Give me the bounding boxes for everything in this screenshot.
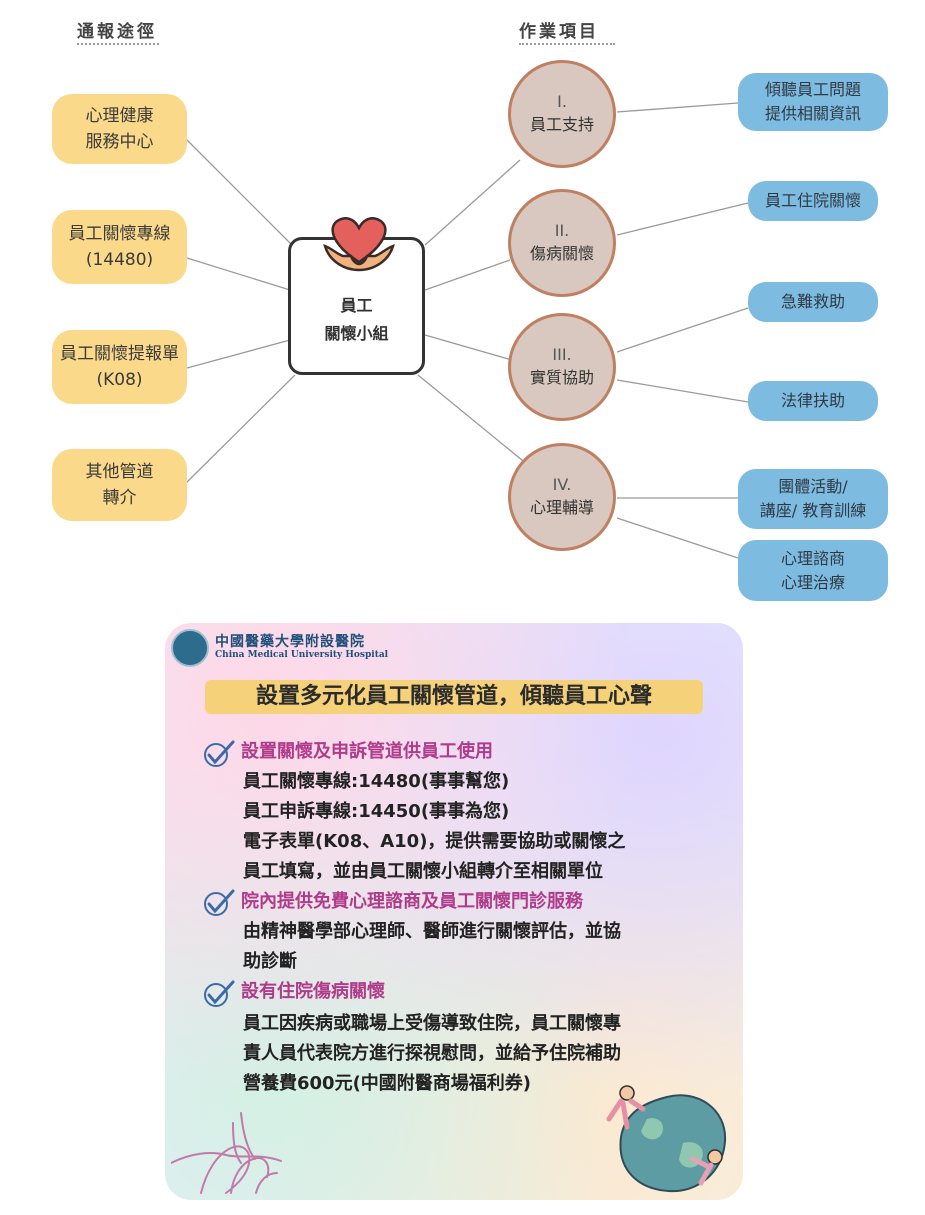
tasks-header: 作業項目 <box>519 22 599 42</box>
care-poster: 中國醫藥大學附設醫院 China Medical University Hosp… <box>165 623 743 1200</box>
channel-care-hotline: 員工關懷專線 (14480) <box>52 210 187 284</box>
connector-line <box>424 159 521 246</box>
category-name: 傷病關懷 <box>529 244 594 263</box>
body-line: 營養費600元(中國附醫商場福利券) <box>243 1073 532 1094</box>
task-listen-info: 傾聽員工問題 提供相關資訊 <box>738 73 888 131</box>
body-line: 員工填寫，並由員工關懷小組轉介至相關單位 <box>243 861 603 882</box>
category-employee-support: I. 員工支持 <box>508 60 616 168</box>
body-line: 由精神醫學部心理師、醫師進行關懷評估，並協 <box>243 921 621 942</box>
checkmark-icon <box>204 889 235 916</box>
heart-in-hands-icon <box>323 217 395 272</box>
connector-line <box>616 307 749 353</box>
globe-people-illustration <box>606 1085 727 1193</box>
category-injury-care: II. 傷病關懷 <box>508 189 616 297</box>
connector-line <box>616 102 739 113</box>
channels-header: 通報途徑 <box>77 22 157 42</box>
connector-line <box>616 379 749 403</box>
category-material-aid: III. 實質協助 <box>508 313 616 421</box>
body-line: 員工因疾病或職場上受傷導致住院，員工關懷專 <box>243 1013 621 1034</box>
channel-mental-health-center: 心理健康 服務中心 <box>52 94 187 164</box>
category-name: 心理輔導 <box>529 498 594 517</box>
connector-line <box>424 334 513 361</box>
hospital-name-zh: 中國醫藥大學附設醫院 <box>215 634 365 650</box>
category-name: 員工支持 <box>529 115 594 134</box>
body-line: 電子表單(K08、A10)，提供需要協助或關懷之 <box>243 831 626 852</box>
connector-line <box>186 139 293 246</box>
task-legal-aid: 法律扶助 <box>748 381 878 421</box>
body-line: 員工關懷專線:14480(事事幫您) <box>243 771 510 792</box>
channels-header-underline <box>77 43 159 45</box>
category-counseling: IV. 心理輔導 <box>508 443 616 551</box>
section-title: 設置關懷及申訴管道供員工使用 <box>241 741 493 762</box>
task-group-activities: 團體活動/ 講座/ 教育訓練 <box>738 469 888 529</box>
channel-care-form: 員工關懷提報單 (K08) <box>52 330 187 404</box>
connector-line <box>186 257 291 291</box>
body-line: 助診斷 <box>243 951 297 972</box>
connector-line <box>616 517 739 559</box>
connector-line <box>616 202 749 236</box>
task-emergency-aid: 急難救助 <box>748 282 878 322</box>
connector-line <box>424 259 511 291</box>
poster-title: 設置多元化員工關懷管道，傾聽員工心聲 <box>205 680 703 714</box>
body-line: 責人員代表院方進行探視慰問，並給予住院補助 <box>243 1043 621 1064</box>
section-title: 設有住院傷病關懷 <box>241 981 385 1002</box>
channel-other-referral: 其他管道 轉介 <box>52 449 187 521</box>
checkmark-icon <box>204 740 235 767</box>
category-name: 實質協助 <box>529 368 594 387</box>
category-number: I. <box>557 92 567 111</box>
hub-label: 員工 關懷小組 <box>324 296 389 343</box>
body-line: 員工申訴專線:14450(事事為您) <box>243 801 510 822</box>
checkmark-icon <box>204 980 235 1007</box>
section-title: 院內提供免費心理諮商及員工關懷門診服務 <box>241 891 583 912</box>
category-number: III. <box>552 345 572 364</box>
connector-line <box>186 339 291 369</box>
category-number: II. <box>554 221 570 240</box>
tasks-header-underline <box>519 43 615 45</box>
category-number: IV. <box>552 475 572 494</box>
care-team-hub: 員工 關懷小組 <box>288 217 425 375</box>
connector-line <box>186 374 296 483</box>
hands-illustration <box>171 1112 282 1194</box>
task-psychotherapy: 心理諮商 心理治療 <box>738 540 888 601</box>
task-hospital-visit: 員工住院關懷 <box>748 181 878 221</box>
hospital-logo-seal <box>171 629 209 667</box>
connector-lines <box>186 102 749 559</box>
connector-line <box>417 374 529 466</box>
hospital-name-en: China Medical University Hospital <box>215 650 389 660</box>
